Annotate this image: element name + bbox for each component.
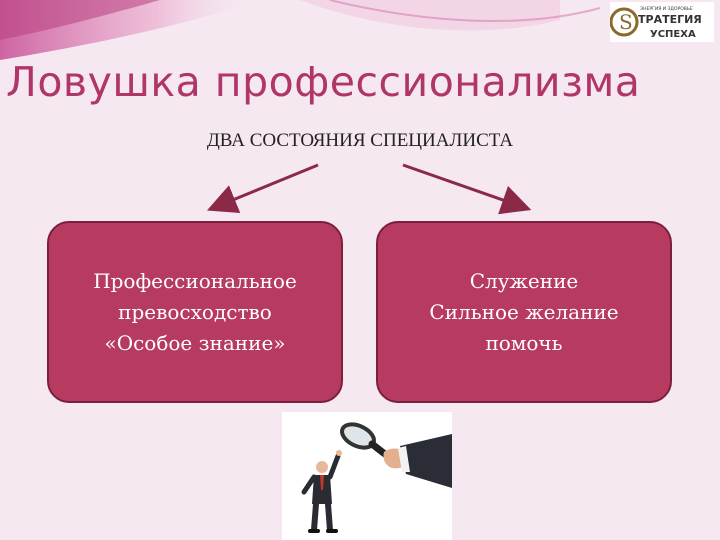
- page-title: Ловушка профессионализма: [6, 58, 641, 106]
- strategy-of-success-logo: S ЭНЕРГИЯ И ЗДОРОВЬЕ ТРАТЕГИЯ УСПЕХА: [610, 2, 714, 42]
- box-right-line-1: Служение: [469, 268, 579, 293]
- diagram-subtitle: ДВА СОСТОЯНИЯ СПЕЦИАЛИСТА: [206, 130, 514, 151]
- svg-text:S: S: [619, 10, 633, 34]
- hand-and-sleeve: [383, 434, 452, 488]
- box-right-line-2: Сильное желание: [429, 299, 619, 324]
- businessman-figure: [301, 450, 342, 533]
- logo-small-text: ЭНЕРГИЯ И ЗДОРОВЬЕ: [640, 6, 693, 12]
- decorative-background-swirl: [0, 0, 601, 60]
- magnifying-glass-businessman-image: [282, 412, 452, 540]
- box-right-line-3: помочь: [485, 330, 563, 355]
- logo-text-top: ТРАТЕГИЯ: [638, 13, 702, 26]
- arrow-left: [206, 163, 319, 214]
- logo-text-bottom: УСПЕХА: [650, 29, 696, 40]
- arrow-right: [402, 163, 532, 215]
- box-service: Служение Сильное желание помочь: [376, 221, 672, 403]
- box-left-line-2: превосходство: [118, 299, 272, 324]
- box-left-line-3: «Особое знание»: [104, 330, 286, 355]
- box-left-line-1: Профессиональное: [93, 268, 297, 293]
- box-professional-excellence: Профессиональное превосходство «Особое з…: [47, 221, 343, 403]
